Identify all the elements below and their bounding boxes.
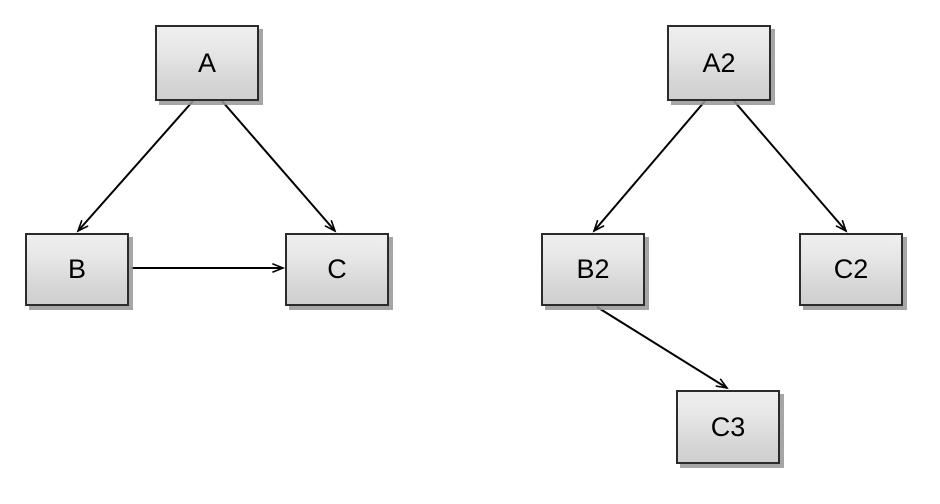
node-c2[interactable]: C2 — [799, 233, 903, 306]
node-label-a2: A2 — [702, 47, 736, 78]
node-a2[interactable]: A2 — [667, 25, 771, 101]
node-label-c3: C3 — [710, 411, 746, 442]
edge-a2-to-b2[interactable] — [592, 100, 706, 233]
edge-group — [76, 100, 848, 390]
node-c[interactable]: C — [285, 233, 389, 306]
node-label-b2: B2 — [576, 254, 610, 284]
edge-b2-to-c3[interactable] — [596, 306, 729, 390]
node-c3[interactable]: C3 — [676, 390, 780, 464]
node-b[interactable]: B — [25, 233, 129, 306]
node-label-b: B — [67, 254, 86, 284]
node-b2[interactable]: B2 — [541, 233, 645, 306]
edge-a-to-b[interactable] — [76, 100, 194, 233]
edge-a-to-c[interactable] — [221, 100, 337, 233]
node-label-a: A — [197, 47, 216, 78]
edge-a2-to-c2[interactable] — [733, 100, 848, 233]
node-a[interactable]: A — [155, 25, 259, 101]
node-label-c2: C2 — [833, 254, 869, 284]
node-label-c: C — [327, 254, 347, 284]
